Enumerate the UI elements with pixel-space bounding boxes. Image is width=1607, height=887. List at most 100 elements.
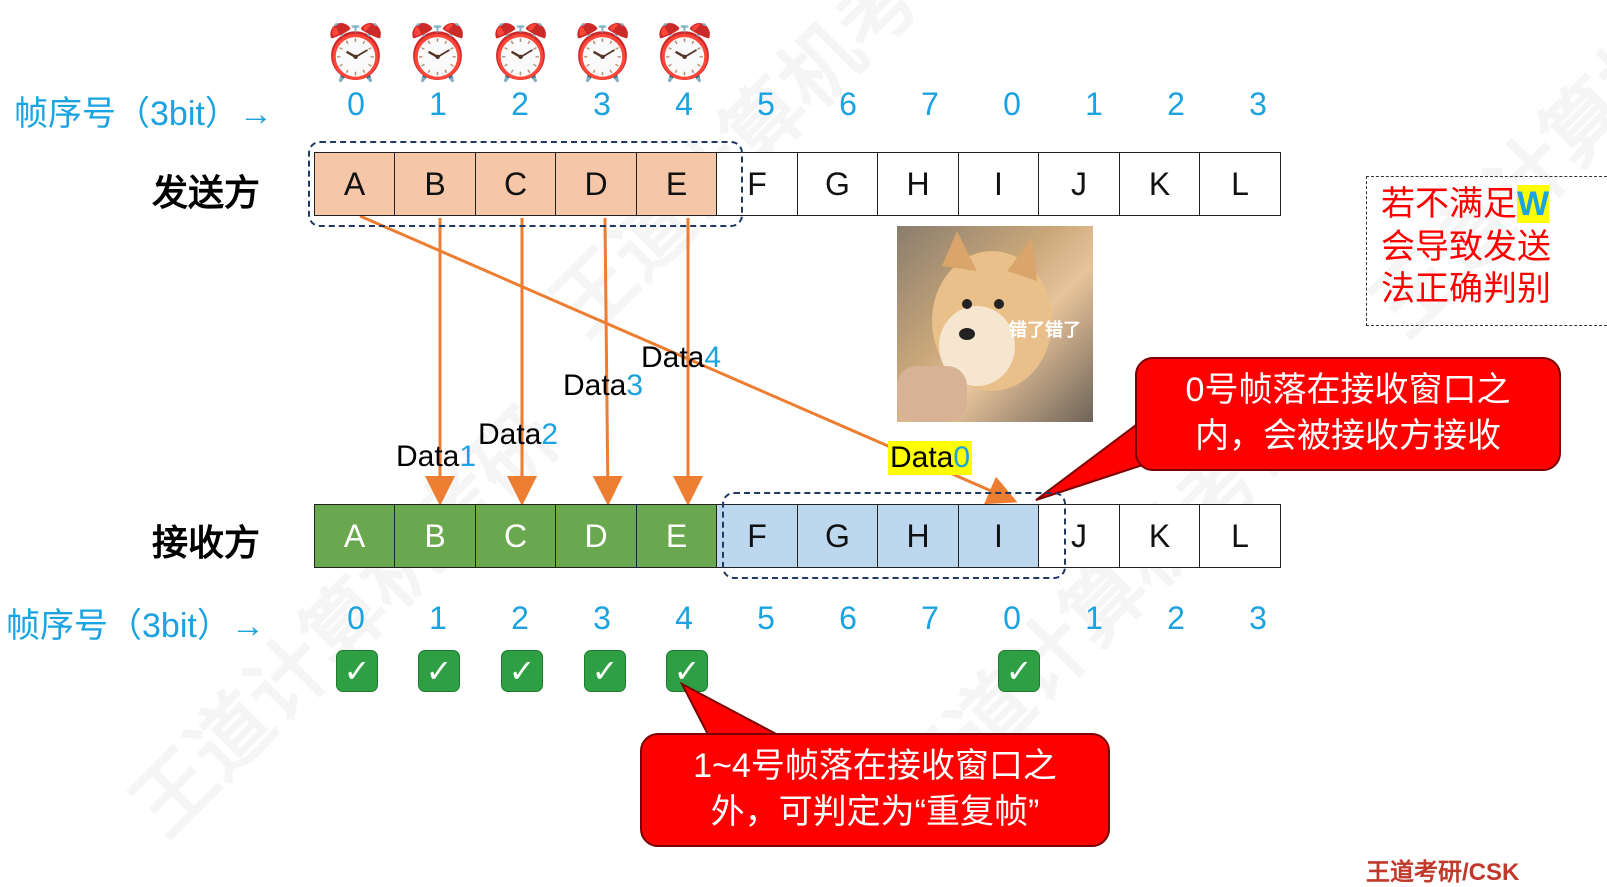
receiver-frame: K [1118,504,1201,568]
data-label-1: Data1 [396,440,476,474]
note-highlight: W [1517,185,1550,223]
receiver-frame: E [635,504,718,568]
dog-meme-image: 错了错了 [897,226,1093,422]
receiver-label: 接收方 [152,522,261,563]
receiver-frame: F [716,504,798,568]
note-box: 若不满足W 会导致发送 法正确判别 [1366,176,1607,326]
sender-seq-label: 帧序号（3bit）→ [14,95,273,133]
seq-number: 7 [921,86,939,122]
sender-frame: H [877,152,959,216]
receiver-frame: A [313,504,396,568]
sender-seq-numbers: 0 1 2 3 4 5 6 7 0 1 2 3 [315,86,1299,123]
seq-number: 6 [839,86,857,122]
seq-number: 3 [1249,86,1267,122]
seq-number: 2 [511,600,529,636]
check-icon: ✓ [418,650,460,692]
seq-number: 3 [593,86,611,122]
receiver-frame: B [394,504,476,568]
receiver-frame: I [957,504,1040,568]
receiver-seq-label: 帧序号（3bit）→ [6,607,265,645]
seq-number: 6 [839,600,857,636]
check-icon: ✓ [666,650,708,692]
alarm-clock-icon: ⏰ [487,23,555,83]
sender-label: 发送方 [152,172,261,213]
receiver-frame: L [1199,504,1281,568]
alarm-clock-icon: ⏰ [322,23,390,83]
data-number: 3 [626,369,644,402]
data-label-2: Data2 [478,418,558,452]
seq-number: 1 [1085,600,1103,636]
seq-number: 0 [1003,86,1021,122]
data-label-0: Data0 [888,441,973,475]
sender-frame: B [394,152,476,216]
callout-top-line2: 内，会被接收方接收 [1195,417,1501,455]
dog-icon [897,231,1052,422]
receiver-frames: A B C D E F G H I J K L [313,504,1281,568]
note-text: 若不满足 [1381,185,1517,223]
sender-frame: E [635,152,718,216]
callout-bottom: 1~4号帧落在接收窗口之 外，可判定为“重复帧” [640,733,1110,847]
seq-number: 1 [429,600,447,636]
check-icon: ✓ [501,650,543,692]
data-number: 4 [704,341,722,374]
callout-top: 0号帧落在接收窗口之 内，会被接收方接收 [1135,357,1561,471]
callout-bottom-line1: 1~4号帧落在接收窗口之 [693,747,1057,786]
alarm-clock-icon: ⏰ [404,23,472,83]
seq-number: 2 [1167,600,1185,636]
alarm-clock-icon: ⏰ [569,23,637,83]
receiver-frame: H [877,504,959,568]
sender-frame: K [1118,152,1201,216]
seq-number: 2 [1167,86,1185,122]
alarm-clock-icon: ⏰ [651,23,719,83]
seq-number: 1 [1085,86,1103,122]
seq-number: 5 [757,600,775,636]
seq-number: 0 [1003,600,1021,636]
seq-number: 5 [757,86,775,122]
seq-number: 4 [675,86,693,122]
seq-number: 3 [593,600,611,636]
sender-frame: L [1199,152,1281,216]
sender-frame: G [796,152,879,216]
data-prefix: Data [478,418,542,451]
data-number: 1 [459,440,477,473]
receiver-seq-numbers: 0 1 2 3 4 5 6 7 0 1 2 3 [315,600,1299,637]
arrow-frame-3 [592,217,623,506]
sender-window [308,141,743,227]
check-icon: ✓ [998,650,1040,692]
data-number: 0 [953,441,971,474]
data-label-3: Data3 [563,369,643,403]
sender-frame: F [716,152,798,216]
check-icon: ✓ [584,650,626,692]
seq-number: 4 [675,600,693,636]
receiver-window [722,492,1066,579]
callout-bottom-line2: 外，可判定为“重复帧” [710,793,1040,831]
check-icon: ✓ [336,650,378,692]
seq-number: 0 [347,86,365,122]
callout-top-line1: 0号帧落在接收窗口之 [1185,371,1511,410]
note-line3: 法正确判别 [1381,270,1551,308]
data-number: 2 [541,418,559,451]
data-prefix: Data [641,341,705,374]
seq-number: 2 [511,86,529,122]
sender-frame: A [313,152,396,216]
sender-frame: D [555,152,637,216]
timer-row: ⏰ ⏰ ⏰ ⏰ ⏰ [322,22,719,84]
seq-number: 1 [429,86,447,122]
seq-number: 3 [1249,600,1267,636]
receiver-frame: C [474,504,557,568]
sender-frame: J [1038,152,1120,216]
sender-frame: C [474,152,557,216]
note-line1: 若不满足W [1381,183,1593,226]
dog-caption: 错了错了 [1009,320,1081,340]
sender-frame: I [957,152,1040,216]
seq-number: 0 [347,600,365,636]
data-prefix: Data [890,441,954,474]
note-line2: 会导致发送 [1381,227,1551,266]
data-prefix: Data [396,440,460,473]
data-label-4: Data4 [641,341,721,375]
receiver-frame: J [1038,504,1120,568]
seq-number: 7 [921,600,939,636]
receiver-frame: D [555,504,637,568]
data-prefix: Data [563,369,627,402]
sender-frames: A B C D E F G H I J K L [313,152,1281,216]
